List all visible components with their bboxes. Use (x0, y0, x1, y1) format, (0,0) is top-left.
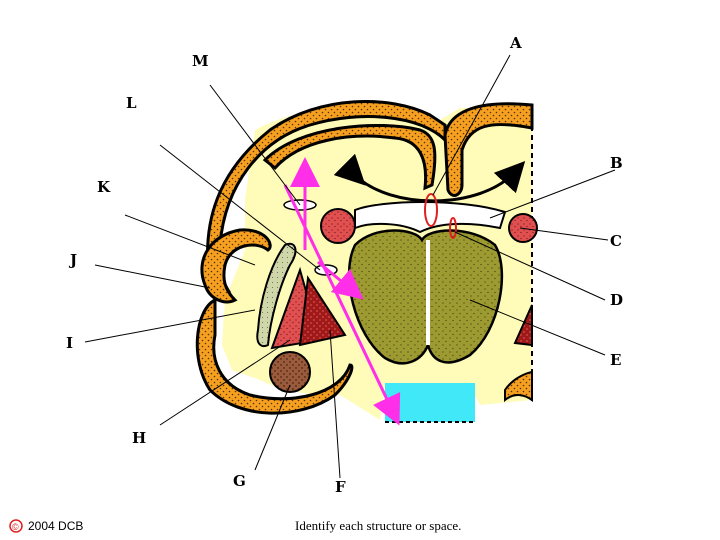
copyright-symbol: © (12, 522, 19, 532)
label-l: L (126, 94, 137, 112)
copyright-text: 2004 DCB (28, 519, 83, 533)
red-oval-a (424, 193, 438, 227)
label-e: E (610, 351, 621, 369)
cortex-right-top (443, 102, 534, 197)
leader-lines (84, 54, 616, 479)
label-j: J (68, 251, 77, 269)
label-d: D (610, 291, 623, 309)
label-m: M (192, 52, 209, 70)
label-i: I (66, 334, 73, 352)
label-h: H (132, 429, 146, 447)
cortex-lateral-fold (195, 297, 354, 415)
cyan-space (385, 383, 475, 422)
cortex-insula-fold (200, 228, 272, 304)
dark-triangle (298, 275, 347, 347)
pale-band (256, 242, 297, 348)
label-a: A (509, 34, 522, 52)
red-nucleus-left (320, 208, 356, 244)
label-b: B (610, 154, 623, 172)
label-c: C (610, 232, 622, 250)
magenta-arrow-right (317, 260, 364, 300)
label-g: G (233, 472, 246, 490)
brown-circle (269, 351, 311, 393)
copyright-circle-icon (9, 519, 23, 533)
label-f: F (335, 478, 346, 496)
thalamus (347, 229, 504, 365)
label-k: K (97, 178, 111, 196)
caption: Identify each structure or space. (295, 518, 461, 533)
white-band (354, 201, 507, 234)
red-oval-d (449, 217, 457, 239)
